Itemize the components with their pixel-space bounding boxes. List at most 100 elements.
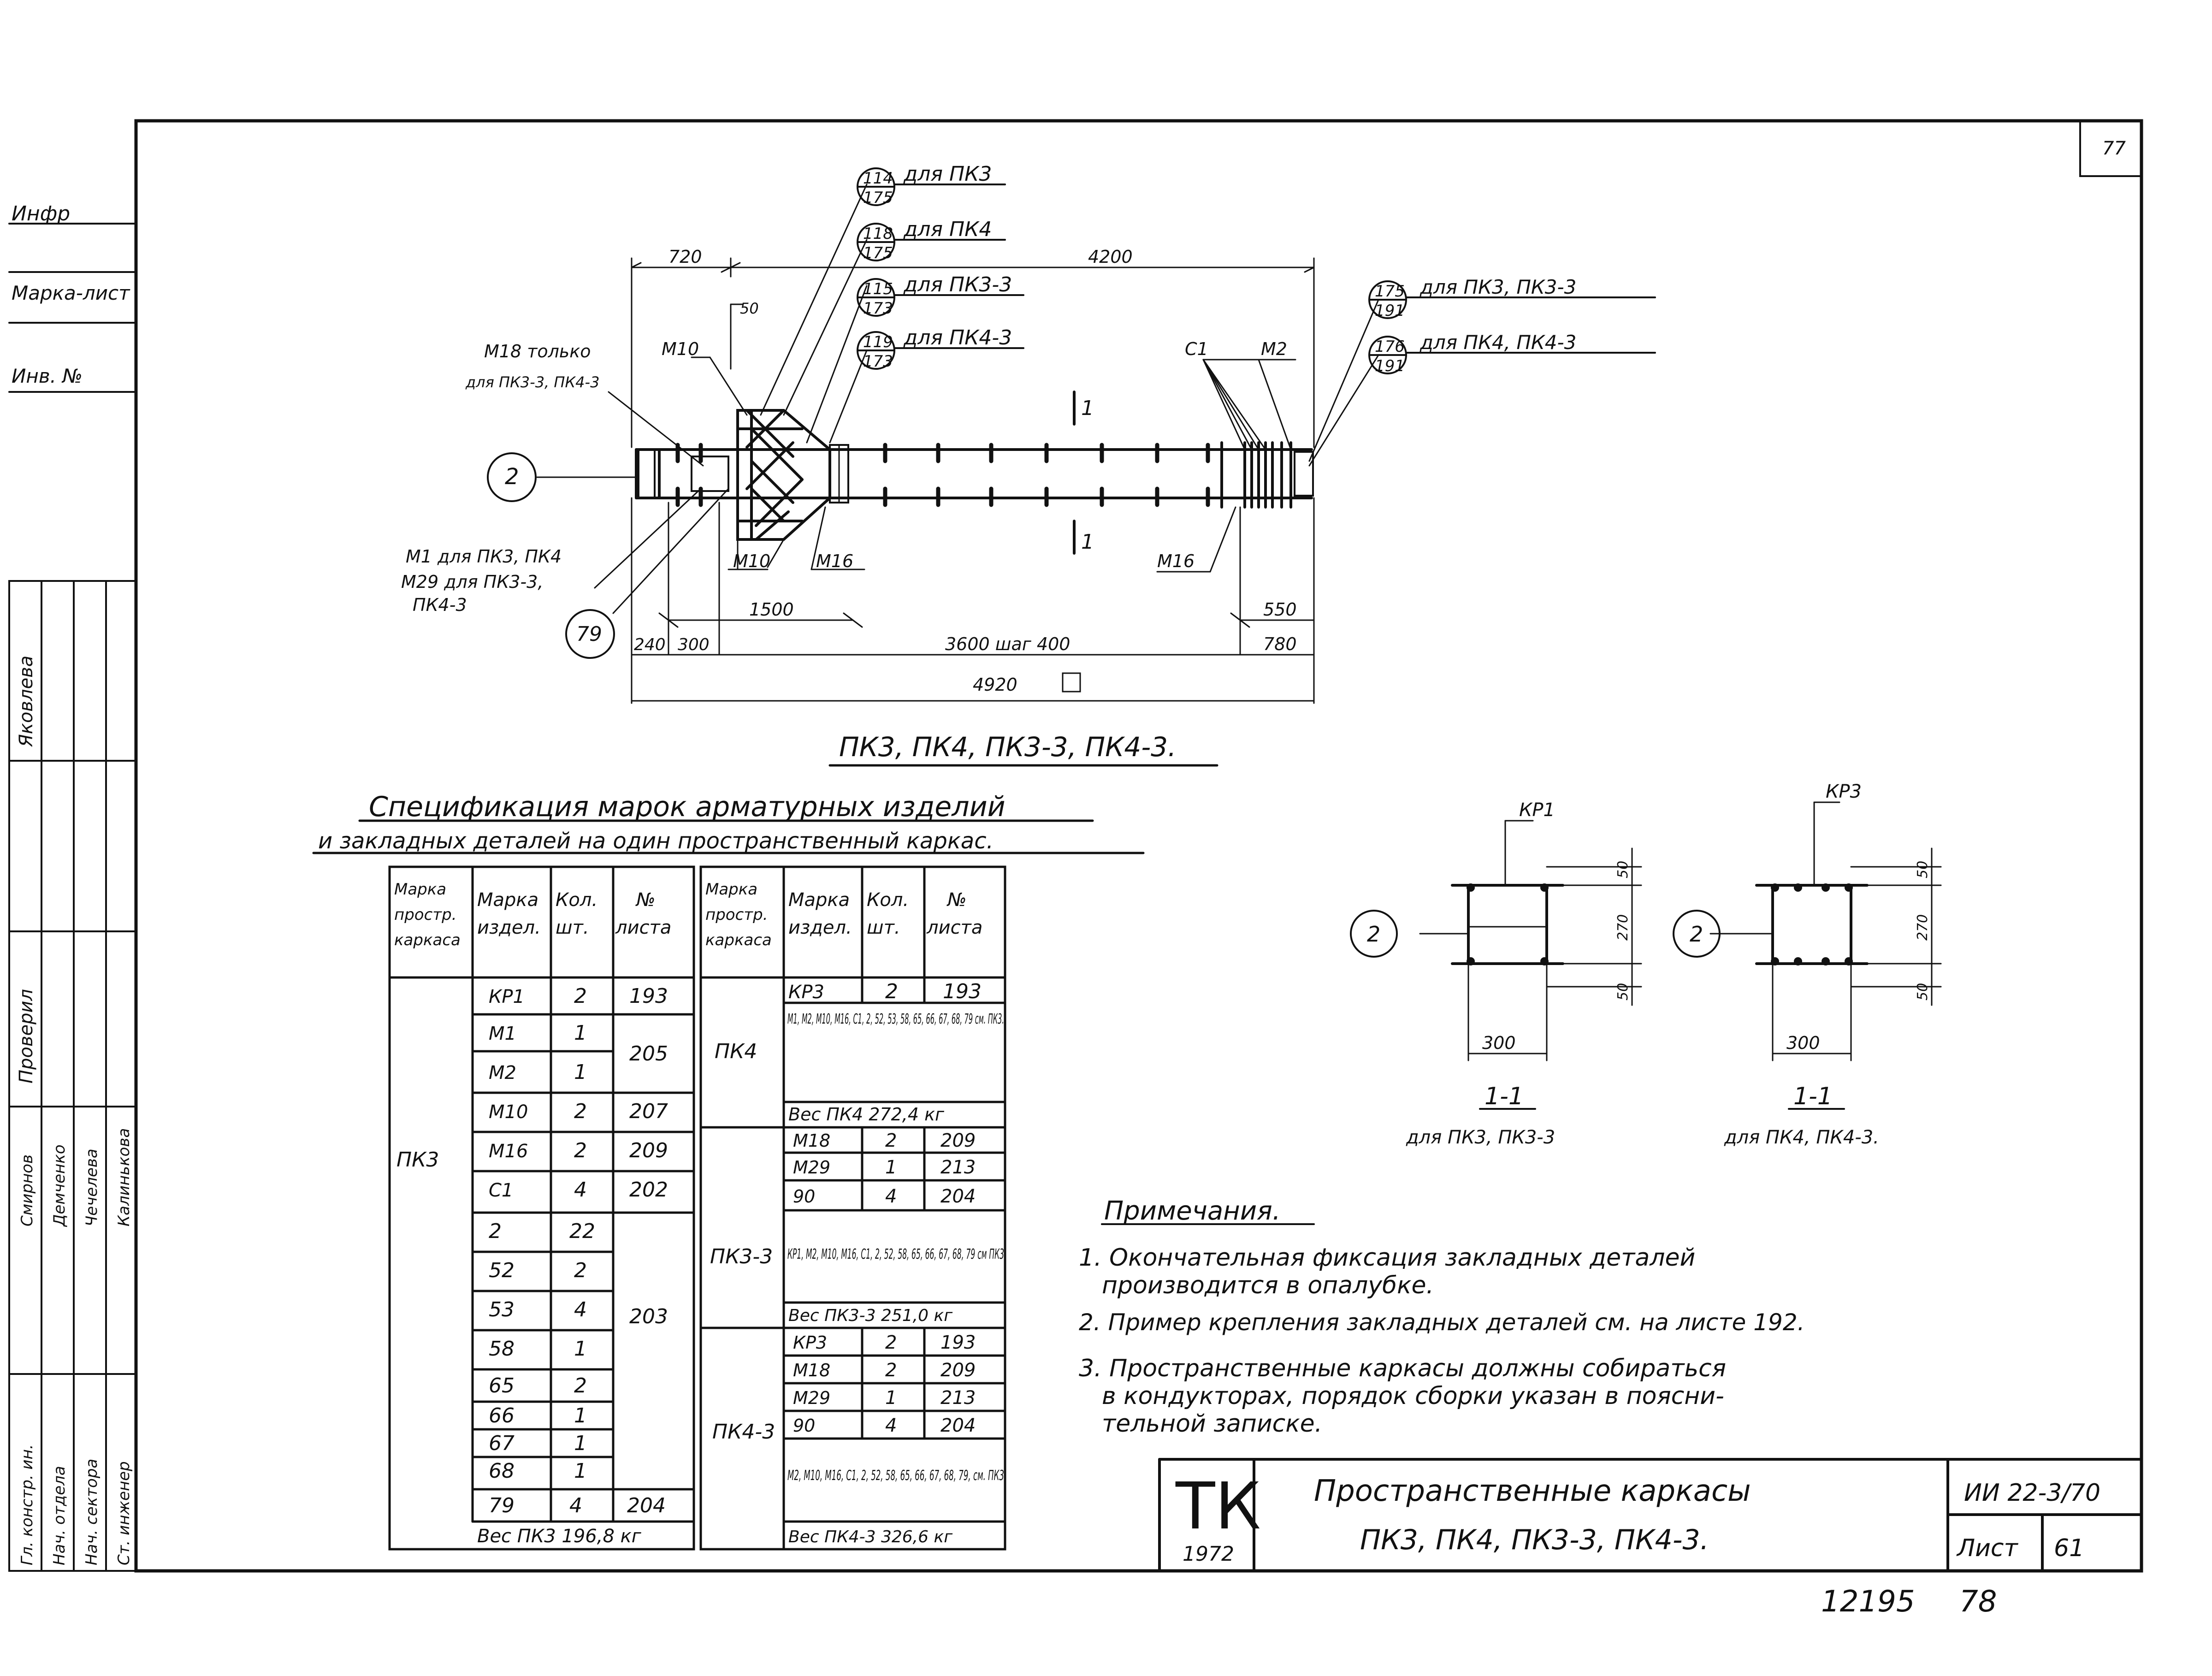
spec-l-r9-mark: 53: [489, 1298, 515, 1321]
spec-l-r9-qty: 4: [574, 1298, 587, 1321]
spec-r-note-3: М2, М10, М16, С1, 2, 52, 58, 65, 66, 67,…: [787, 1468, 1004, 1484]
spec-l-r2-qty: 1: [574, 1021, 587, 1045]
spec-left-group: ПК3: [396, 1148, 439, 1172]
spec-r-kp3: КР3: [788, 982, 824, 1003]
callout-right-den-1: 191: [1375, 302, 1405, 320]
label-m18: М18 только: [484, 341, 591, 361]
spec-l-r5-qty: 2: [574, 1139, 587, 1162]
section-right-marker: 2: [1690, 922, 1703, 947]
spec-r-weight-3: Вес ПК4-3 326,6 кг: [788, 1528, 953, 1546]
callout-text-3: для ПК3-3: [903, 273, 1012, 296]
spec-r-weight-2: Вес ПК3-3 251,0 кг: [788, 1306, 953, 1325]
callout-text-4: для ПК4-3: [903, 326, 1012, 349]
section-right-dim-mid: 270: [1915, 914, 1931, 941]
spec-r3-row4-sheet: 204: [940, 1415, 976, 1436]
spec-r-weight-1: Вес ПК4 272,4 кг: [788, 1104, 945, 1125]
callout-right-text-2: для ПК4, ПК4-3: [1419, 331, 1576, 354]
spec-r-note-2: КР1, М2, М10, М16, С1, 2, 52, 58, 65, 66…: [787, 1246, 1004, 1262]
label-m16-right: М16: [1157, 551, 1195, 571]
spec-title-1: Спецификация марок арматурных изделий: [369, 791, 1005, 823]
callout-den-1: 175: [863, 189, 893, 207]
spec-h-right-1b: простр.: [705, 906, 768, 924]
spec-r-kp3-sheet: 193: [943, 980, 982, 1003]
spec-r2-row2-mark: М29: [793, 1157, 830, 1178]
spec-l-r5-sheet: 209: [629, 1139, 668, 1162]
dim-300: 300: [678, 635, 710, 654]
spec-l-r14-qty: 1: [574, 1459, 587, 1483]
drawing-code: ИИ 22-3/70: [1964, 1479, 2100, 1507]
note-line-6: тельной записке.: [1102, 1410, 1322, 1438]
spec-l-r3-qty: 1: [574, 1060, 587, 1084]
callout-den-2: 175: [863, 244, 893, 262]
spec-title-2: и закладных деталей на один пространстве…: [318, 828, 994, 854]
callout-den-4: 173: [863, 352, 893, 371]
spec-r3-row4-mark: 90: [793, 1415, 815, 1436]
dim-240: 240: [634, 635, 666, 654]
spec-h-left-4b: листа: [615, 917, 671, 938]
spec-l-r10-mark: 58: [489, 1337, 515, 1361]
dim-550: 550: [1263, 599, 1297, 620]
callout-right-num-1: 175: [1375, 282, 1405, 301]
spec-l-r2-mark: М1: [489, 1023, 516, 1044]
stamp-role-3: Нач. сектора: [83, 1459, 101, 1565]
spec-h-left-1c: каркаса: [394, 931, 461, 949]
spec-r3-row1-mark: КР3: [793, 1333, 827, 1353]
stamp-label-infr: Инфр: [12, 202, 70, 225]
spec-r3-row1-sheet: 193: [940, 1332, 976, 1353]
callout-num-1: 114: [863, 169, 893, 188]
callout-2: 2: [505, 464, 519, 490]
label-m1: М1 для ПК3, ПК4: [406, 546, 562, 567]
section-1-1-right: [1673, 801, 1942, 1110]
spec-r-note-1: М1, М2, М10, М16, С1, 2, 52, 53, 58, 65,…: [787, 1011, 1004, 1027]
stamp-label-inv: Инв. №: [12, 365, 83, 387]
spec-left-weight: Вес ПК3 196,8 кг: [477, 1526, 642, 1547]
spec-h-left-3: Кол.: [556, 889, 597, 911]
spec-l-r1-sheet: 193: [629, 984, 668, 1008]
spec-l-r5-mark: М16: [489, 1141, 528, 1162]
spec-r3-row2-mark: М18: [793, 1360, 830, 1380]
spec-h-left-4: №: [635, 889, 656, 911]
stamp-name-4: Калинькова: [115, 1128, 133, 1226]
sheet-label: Лист: [1956, 1534, 2018, 1562]
cage-elevation: [487, 167, 1656, 767]
section-right-name: 1-1: [1793, 1083, 1833, 1110]
section-right-label: КР3: [1826, 781, 1862, 802]
stamp-role-2: Нач. отдела: [50, 1466, 69, 1565]
label-m29-b: ПК4-3: [413, 595, 467, 615]
section-left-dim-mid: 270: [1615, 914, 1631, 941]
tk-logo: ТК: [1175, 1469, 1261, 1544]
note-line-5: в кондукторах, порядок сборки указан в п…: [1102, 1382, 1724, 1410]
spec-l-r15-mark: 79: [489, 1494, 515, 1517]
dim-4200: 4200: [1088, 247, 1133, 267]
callout-right-den-2: 191: [1375, 357, 1405, 375]
archive-number: 12195: [1821, 1585, 1915, 1619]
section-left-dim-bot: 50: [1615, 983, 1631, 1001]
callout-num-2: 118: [863, 225, 893, 243]
spec-l-r6-sheet: 202: [629, 1178, 668, 1202]
dim-720: 720: [668, 247, 702, 267]
section-left-marker: 2: [1367, 922, 1380, 947]
label-m10-bottom: М10: [733, 551, 770, 571]
callout-den-3: 173: [863, 299, 893, 318]
title-block-grid: [1158, 1458, 2143, 1572]
notes-title: Примечания.: [1104, 1196, 1281, 1226]
spec-r2-row3-qty: 4: [885, 1186, 897, 1207]
spec-h-right-3b: шт.: [867, 917, 900, 938]
stamp-name-3: Чечелева: [83, 1149, 101, 1226]
spec-r2-row1-qty: 2: [885, 1130, 897, 1151]
spec-l-r1-qty: 2: [574, 984, 587, 1008]
note-line-1: 1. Окончательная фиксация закладных дета…: [1079, 1244, 1695, 1272]
spec-l-r14-mark: 68: [489, 1459, 515, 1483]
corner-number: 77: [2102, 138, 2126, 159]
note-line-2: производится в опалубке.: [1102, 1272, 1434, 1299]
label-m18-b: для ПК3-3, ПК4-3: [465, 373, 599, 391]
spec-r3-row2-qty: 2: [885, 1360, 897, 1381]
spec-r3-row3-sheet: 213: [940, 1387, 976, 1409]
callout-text-2: для ПК4: [903, 218, 992, 241]
spec-l-r6-mark: С1: [489, 1180, 513, 1201]
section-left-sub: для ПК3, ПК3-3: [1406, 1127, 1555, 1148]
spec-r2-row3-mark: 90: [793, 1186, 815, 1207]
spec-h-left-1: Марка: [394, 880, 446, 899]
